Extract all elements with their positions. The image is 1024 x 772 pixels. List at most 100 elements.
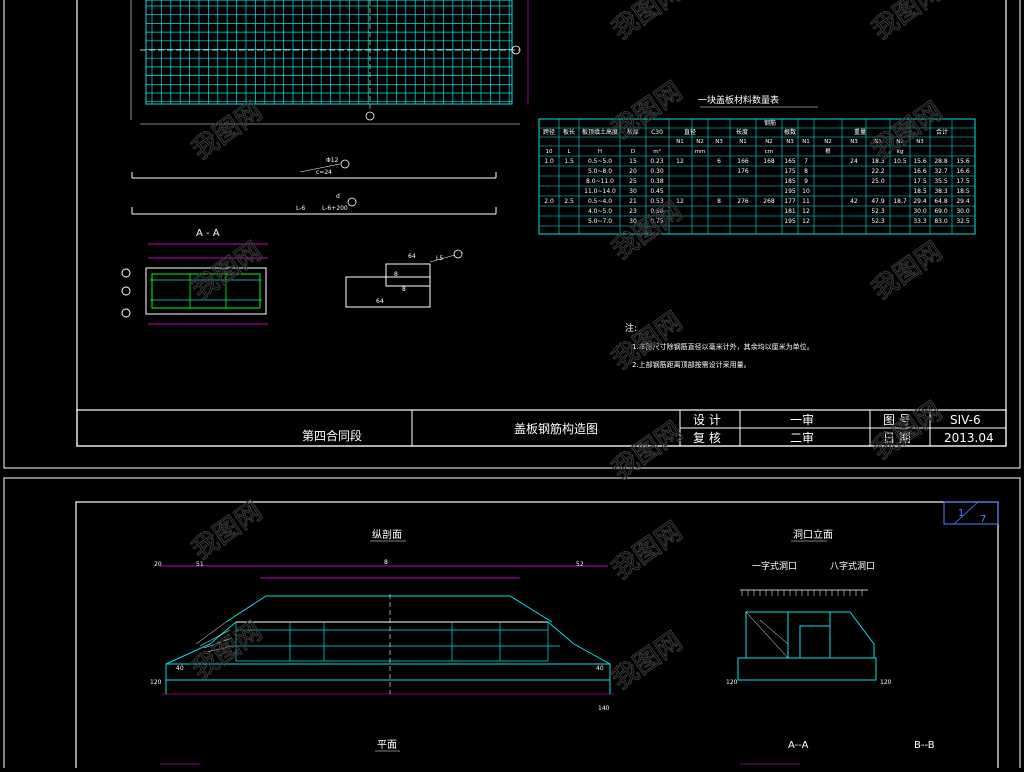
table-cell: 12 xyxy=(802,218,810,225)
table-cell: 168 xyxy=(763,158,775,165)
drawing-date: 2013.04 xyxy=(944,431,994,445)
table-cell: 合计 xyxy=(936,128,948,136)
table-cell: 2.0 xyxy=(544,198,554,205)
table-cell: 12 xyxy=(802,208,810,215)
date-label: 日 期 xyxy=(883,431,911,445)
drawing-title: 盖板钢筋构造图 xyxy=(514,421,598,436)
table-cell: 165 xyxy=(784,158,796,165)
table-cell: N2 xyxy=(696,139,704,145)
table-cell: 195 xyxy=(784,218,796,225)
table-cell: 8 xyxy=(717,198,721,205)
table-cell: 8.0~11.0 xyxy=(586,178,614,185)
section-bb-bottom: B--B xyxy=(914,740,935,751)
table-cell: 30.0 xyxy=(956,208,970,215)
table-cell: 2.5 xyxy=(564,198,574,205)
table-cell: kg xyxy=(897,149,904,155)
top-sheet-drawing: Φ12 c=24 d L-6 L-6+200 A - A xyxy=(3,0,1021,469)
table-cell: 69.0 xyxy=(934,208,948,215)
table-cell: N2 xyxy=(765,139,773,145)
table-cell: 24 xyxy=(850,158,858,165)
table-cell: 23 xyxy=(629,208,637,215)
table-cell: 268 xyxy=(763,198,775,205)
table-cell: 32.5 xyxy=(956,218,970,225)
title-block: 第四合同段 盖板钢筋构造图 设 计 复 核 一审 二审 图 号 日 期 SIV-… xyxy=(76,409,1007,447)
table-cell: 10.5 xyxy=(893,158,907,165)
drawing-no: SIV-6 xyxy=(950,413,981,427)
table-cell: N1 xyxy=(676,139,684,145)
table-cell: 29.4 xyxy=(913,198,927,205)
table-cell: 176 xyxy=(737,168,749,175)
table-cell: 32.7 xyxy=(934,168,948,175)
table-cell: 83.0 xyxy=(934,218,948,225)
table-cell: 15.6 xyxy=(956,158,970,165)
svg-text:120: 120 xyxy=(150,679,162,686)
table-cell: 钢筋 xyxy=(764,119,776,127)
table-cell: 166 xyxy=(737,158,749,165)
table-cell: N3 xyxy=(916,139,924,145)
table-cell: 35.5 xyxy=(934,178,948,185)
table-cell: 重量 xyxy=(854,128,866,136)
table-cell: 0.5~5.0 xyxy=(588,158,612,165)
table-cell: N3 xyxy=(715,139,723,145)
svg-text:51: 51 xyxy=(196,561,204,568)
table-cell: 7 xyxy=(804,158,808,165)
table-cell: 20 xyxy=(629,168,637,175)
table-cell: N2 xyxy=(824,139,832,145)
table-cell: 0.45 xyxy=(650,188,664,195)
svg-text:8: 8 xyxy=(402,286,406,293)
table-cell: 9 xyxy=(804,178,808,185)
svg-text:140: 140 xyxy=(598,705,610,712)
section-a-a: A - A xyxy=(121,228,268,325)
table-cell: mm xyxy=(695,149,706,155)
table-cell: 52.3 xyxy=(871,208,885,215)
table-cell: 42 xyxy=(850,198,858,205)
page-current: 1 xyxy=(958,508,964,519)
table-cell: 根 xyxy=(825,147,831,155)
table-cell: 8 xyxy=(804,168,808,175)
bar-shape-1: Φ12 c=24 xyxy=(131,157,497,179)
bar-shape-2: d L-6 L-6+200 xyxy=(131,193,497,215)
opening-elevation: 洞口立面 一字式洞口 八字式洞口 120 120 xyxy=(726,528,892,686)
svg-text:L-6+200: L-6+200 xyxy=(322,205,348,212)
top-sheet: Φ12 c=24 d L-6 L-6+200 A - A xyxy=(3,0,1021,469)
table-cell: 板顶填土高度 xyxy=(582,128,618,136)
table-cell: 4.0~5.0 xyxy=(588,208,612,215)
drawing-no-label: 图 号 xyxy=(883,413,911,427)
bottom-sheet-drawing: 1 7 纵剖面 xyxy=(3,477,1021,768)
table-cell: 5.0~7.0 xyxy=(588,218,612,225)
table-cell: C30 xyxy=(651,129,663,136)
note-2: 2.上部钢筋距离顶部按需设计采用量。 xyxy=(632,360,751,369)
table-title: 一块盖板材料数量表 xyxy=(698,94,779,106)
table-cell: 15 xyxy=(629,158,637,165)
svg-text:8: 8 xyxy=(384,559,388,566)
table-cell: m³ xyxy=(653,148,661,155)
svg-text:120: 120 xyxy=(726,679,738,686)
notes-title: 注: xyxy=(625,322,637,334)
table-cell: 长度 xyxy=(736,128,748,136)
table-cell: 181 xyxy=(784,208,796,215)
table-cell: 16.6 xyxy=(956,168,970,175)
page-number: 1 7 xyxy=(943,501,999,525)
table-cell: 15.6 xyxy=(913,158,927,165)
table-cell: H xyxy=(598,149,602,155)
opening-elevation-label: 洞口立面 xyxy=(793,528,833,541)
design-label: 设 计 xyxy=(693,413,721,427)
table-cell: 16.6 xyxy=(913,168,927,175)
table-cell: 18.5 xyxy=(913,188,927,195)
table-cell: 板长 xyxy=(563,128,575,136)
table-cell: 25.0 xyxy=(871,178,885,185)
table-cell: 10 xyxy=(802,188,810,195)
svg-text:52: 52 xyxy=(576,561,584,568)
table-cell: 0.23 xyxy=(650,158,664,165)
table-cell: 29.4 xyxy=(956,198,970,205)
table-cell: 30.0 xyxy=(913,208,927,215)
svg-text:64: 64 xyxy=(408,253,416,260)
table-cell: 0.5~4.0 xyxy=(588,198,612,205)
table-cell: N3 xyxy=(850,139,858,145)
check2-label: 二审 xyxy=(790,430,814,445)
table-cell: N1 xyxy=(802,139,810,145)
table-cell: 47.9 xyxy=(871,198,885,205)
table-cell: 11.0~14.0 xyxy=(584,188,616,195)
svg-text:20: 20 xyxy=(154,561,162,568)
